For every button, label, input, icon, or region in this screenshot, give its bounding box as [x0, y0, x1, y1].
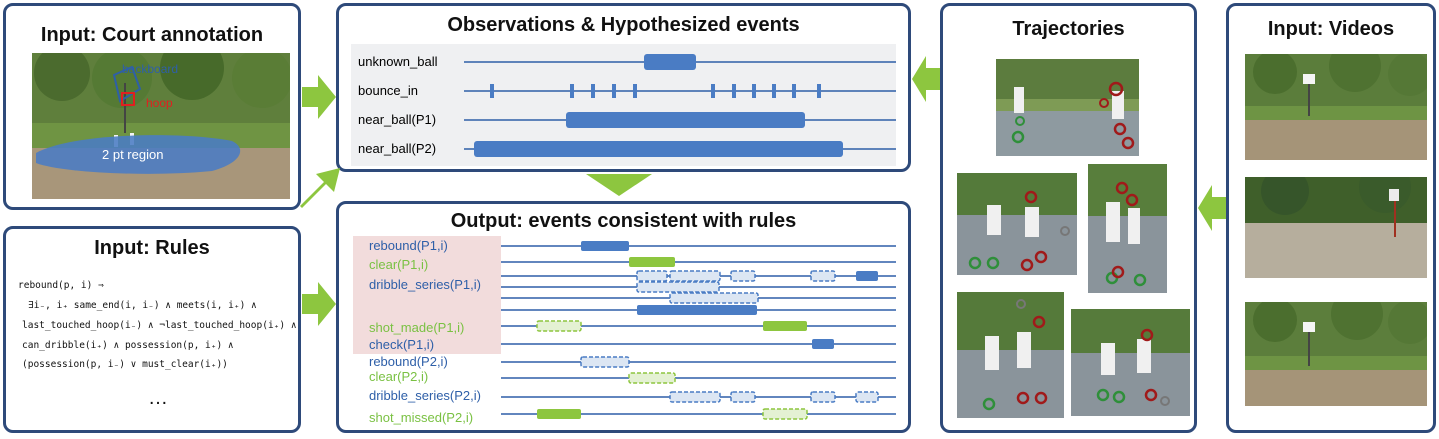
dribble-p1-hyp: [669, 270, 721, 282]
rule-line: last_touched_hoop(i₋) ∧ ¬last_touched_ho…: [22, 320, 297, 331]
bounce-event: [591, 84, 595, 98]
trajectory-frame: [957, 173, 1077, 275]
bounce-event: [711, 84, 715, 98]
backboard-label: backboard: [122, 62, 179, 76]
hoop-label: hoop: [146, 96, 173, 110]
rule-line: ∃i₋, i₊ same_end(i, i₋) ∧ meets(i, i₊) ∧: [28, 300, 257, 311]
dribble-p1-hyp: [636, 270, 668, 282]
event-label: clear(P1,i): [369, 257, 429, 272]
event-label: shot_made(P1,i): [369, 320, 465, 335]
output-timeline: [501, 241, 896, 420]
dribble-p1-hyp: [669, 292, 759, 304]
dribble-p1-bar: [637, 305, 757, 315]
event-label: rebound(P1,i): [369, 238, 448, 253]
arrow-icon: [1198, 185, 1226, 231]
arrow-icon: [302, 75, 336, 119]
arrow-icon: [300, 168, 340, 208]
bounce-event: [817, 84, 821, 98]
video-frame: [1245, 177, 1427, 278]
p1-highlight: [353, 236, 501, 354]
region-label: 2 pt region: [102, 147, 164, 162]
dribble-p2-hyp: [810, 391, 836, 403]
videos-panel: Input: Videos: [1226, 3, 1436, 433]
event-label: rebound(P2,i): [369, 354, 448, 369]
near-ball-p1-event: [566, 112, 805, 128]
rules-panel: Input: Rules rebound(p, i) ⇒ ∃i₋, i₊ sam…: [3, 226, 301, 433]
bounce-event: [772, 84, 776, 98]
shot-made-p1-hyp: [536, 320, 582, 332]
arrow-icon: [302, 282, 336, 326]
observations-title: Observations & Hypothesized events: [447, 14, 800, 36]
dribble-p1-hyp: [730, 270, 756, 282]
event-label: dribble_series(P1,i): [369, 277, 481, 292]
video-frame: [1245, 54, 1427, 160]
observation-label: near_ball(P2): [358, 141, 437, 156]
observation-label: near_ball(P1): [358, 112, 437, 127]
court-annotation-panel: Input: Court annotation backboard hoop 2…: [3, 3, 301, 210]
bounce-event: [612, 84, 616, 98]
shot-made-p1-bar: [763, 321, 807, 331]
observations-panel: Observations & Hypothesized events unkno…: [336, 3, 911, 172]
trajectory-frame: [1071, 309, 1190, 416]
rule-line: (possession(p, i₋) ∨ must_clear(i₊)): [22, 359, 228, 370]
dribble-p2-hyp: [669, 391, 721, 403]
video-frame: [1245, 302, 1427, 406]
court-annotation-overlay: [36, 65, 241, 174]
arrow-icon: [586, 174, 652, 196]
arrow-icon: [912, 56, 940, 102]
unknown-ball-event: [644, 54, 696, 70]
dribble-p1-hyp: [810, 270, 836, 282]
bounce-event: [570, 84, 574, 98]
shot-missed-p2-bar: [537, 409, 581, 419]
event-label: dribble_series(P2,i): [369, 388, 481, 403]
observation-label: unknown_ball: [358, 54, 438, 69]
rebound-p2-hyp: [580, 356, 630, 368]
bounce-event: [792, 84, 796, 98]
dribble-p1-bar: [856, 271, 878, 281]
trajectory-frame: [1088, 164, 1167, 293]
rule-head: rebound(p, i) ⇒: [18, 280, 104, 291]
court-annotation-title: Input: Court annotation: [40, 24, 264, 46]
dribble-p2-hyp: [730, 391, 756, 403]
bounce-event: [732, 84, 736, 98]
observations-timeline: [464, 54, 896, 157]
event-label: shot_missed(P2,i): [369, 410, 474, 425]
rebound-p1-bar: [581, 241, 629, 251]
shot-missed-p2-hyp: [762, 408, 808, 420]
event-label: check(P1,i): [369, 337, 435, 352]
trajectory-frame: [957, 292, 1064, 418]
rule-line: can_dribble(i₊) ∧ possession(p, i₊) ∧: [22, 340, 234, 351]
rules-ellipsis: …: [148, 387, 168, 409]
output-title: Output: events consistent with rules: [450, 210, 797, 232]
event-label: clear(P2,i): [369, 369, 429, 384]
bounce-event: [752, 84, 756, 98]
bounce-event: [490, 84, 494, 98]
trajectories-title: Trajectories: [1012, 18, 1125, 40]
dribble-p1-hyp: [636, 281, 720, 293]
rules-title: Input: Rules: [94, 237, 210, 259]
clear-p1-bar: [629, 257, 675, 267]
trajectories-panel: Trajectories: [940, 3, 1197, 433]
trajectory-frame: [996, 59, 1139, 156]
bounce-event: [633, 84, 637, 98]
near-ball-p2-event: [474, 141, 843, 157]
clear-p2-hyp: [628, 372, 676, 384]
dribble-p2-hyp: [855, 391, 879, 403]
check-p1-bar: [812, 339, 834, 349]
videos-title: Input: Videos: [1267, 18, 1395, 40]
observation-label: bounce_in: [358, 83, 418, 98]
output-panel: Output: events consistent with rules: [336, 201, 911, 433]
